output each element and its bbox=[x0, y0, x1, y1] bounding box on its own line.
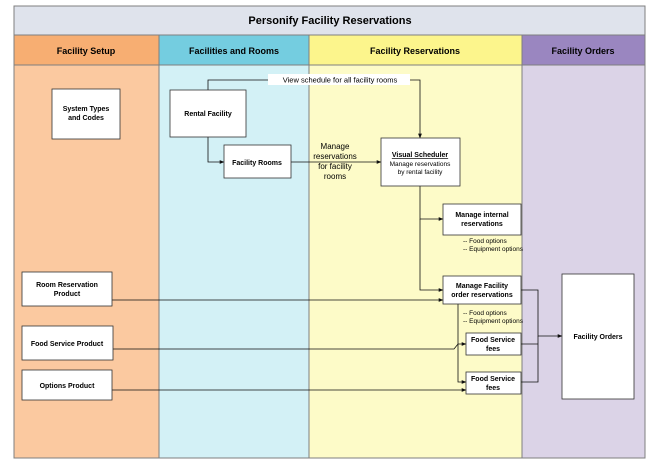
lane-label-facility-reservations: Facility Reservations bbox=[370, 46, 460, 56]
annotation-view-schedule: View schedule for all facility rooms bbox=[283, 76, 398, 85]
box-options-product bbox=[21, 369, 113, 401]
box-food-service-fees-2 bbox=[465, 371, 522, 395]
label-facility-orders: Facility Orders bbox=[573, 334, 622, 341]
label-internal-1: Manage internal bbox=[455, 212, 508, 219]
label-facility-rooms: Facility Rooms bbox=[232, 160, 282, 167]
label-visual-scheduler-sub-2: by rental facility bbox=[398, 169, 444, 176]
lane-label-facility-orders: Facility Orders bbox=[551, 46, 614, 56]
connector-order-res-to-orders bbox=[521, 289, 563, 338]
label-fees1-1: Food Service bbox=[471, 337, 515, 344]
label-options-product: Options Product bbox=[40, 383, 96, 390]
connector-scheduler-to-order-res bbox=[419, 219, 444, 292]
title-bar bbox=[13, 5, 646, 36]
label-food-product: Food Service Product bbox=[31, 341, 104, 348]
annotation-options2-food: -- Food options bbox=[463, 310, 507, 317]
lane-header-facilities-rooms bbox=[158, 34, 310, 66]
connector-rental-to-rooms bbox=[207, 137, 225, 164]
box-facility-order-reservations bbox=[442, 275, 522, 305]
annotation-view-schedule-bg bbox=[268, 74, 410, 85]
lane-header-facility-reservations bbox=[308, 34, 523, 66]
box-food-service-fees-1 bbox=[465, 332, 522, 356]
label-order-res-2: order reservations bbox=[451, 292, 513, 299]
lane-header-facility-orders bbox=[521, 34, 646, 66]
box-internal-reservations bbox=[442, 203, 522, 236]
label-rental-facility: Rental Facility bbox=[184, 111, 232, 118]
box-facility-orders bbox=[561, 273, 635, 400]
annotation-options1-equipment: -- Equipment options bbox=[463, 246, 524, 253]
label-system-types-2: and Codes bbox=[68, 115, 104, 122]
connector-fees2-to-orders bbox=[521, 336, 539, 383]
connector-food-product bbox=[113, 342, 467, 350]
box-facility-rooms bbox=[223, 144, 292, 179]
annotation-manage-rooms-4: rooms bbox=[324, 172, 346, 181]
lane-label-facility-setup: Facility Setup bbox=[57, 46, 116, 56]
annotation-manage-rooms: Manage reservations for facility rooms bbox=[313, 142, 357, 181]
label-room-product-1: Room Reservation bbox=[36, 282, 98, 289]
process-boxes bbox=[21, 88, 635, 401]
box-labels: System Types and Codes Rental Facility F… bbox=[31, 106, 623, 392]
annotation-options1-food: -- Food options bbox=[463, 238, 507, 245]
label-visual-scheduler-sub-1: Manage reservations bbox=[390, 161, 451, 168]
label-fees2-2: fees bbox=[486, 385, 500, 392]
annotation-manage-rooms-3: for facility bbox=[318, 162, 352, 171]
label-fees2-1: Food Service bbox=[471, 376, 515, 383]
annotation-manage-rooms-1: Manage bbox=[321, 142, 350, 151]
sub-labels: Manage reservations by rental facility bbox=[390, 161, 451, 176]
annotation-options2-equipment: -- Equipment options bbox=[463, 318, 524, 325]
lane-label-facilities-rooms: Facilities and Rooms bbox=[189, 46, 279, 56]
annotation-manage-rooms-2: reservations bbox=[313, 152, 357, 161]
box-system-types bbox=[51, 88, 121, 140]
annotation-options-lists: -- Food options -- Equipment options -- … bbox=[463, 238, 524, 325]
label-visual-scheduler-title: Visual Scheduler bbox=[392, 152, 449, 159]
diagram-title: Personify Facility Reservations bbox=[248, 15, 411, 27]
connectors bbox=[112, 79, 563, 392]
box-room-reservation-product bbox=[21, 271, 113, 307]
label-internal-2: reservations bbox=[461, 221, 503, 228]
label-system-types-1: System Types bbox=[63, 106, 110, 113]
box-rental-facility bbox=[169, 89, 247, 138]
lane-header-facility-setup bbox=[13, 34, 160, 66]
box-visual-scheduler bbox=[380, 137, 461, 187]
box-food-service-product bbox=[21, 325, 114, 361]
label-order-res-1: Manage Facility bbox=[456, 283, 508, 290]
label-room-product-2: Product bbox=[54, 291, 81, 298]
label-fees1-2: fees bbox=[486, 346, 500, 353]
connector-order-to-fees-2 bbox=[457, 344, 467, 384]
